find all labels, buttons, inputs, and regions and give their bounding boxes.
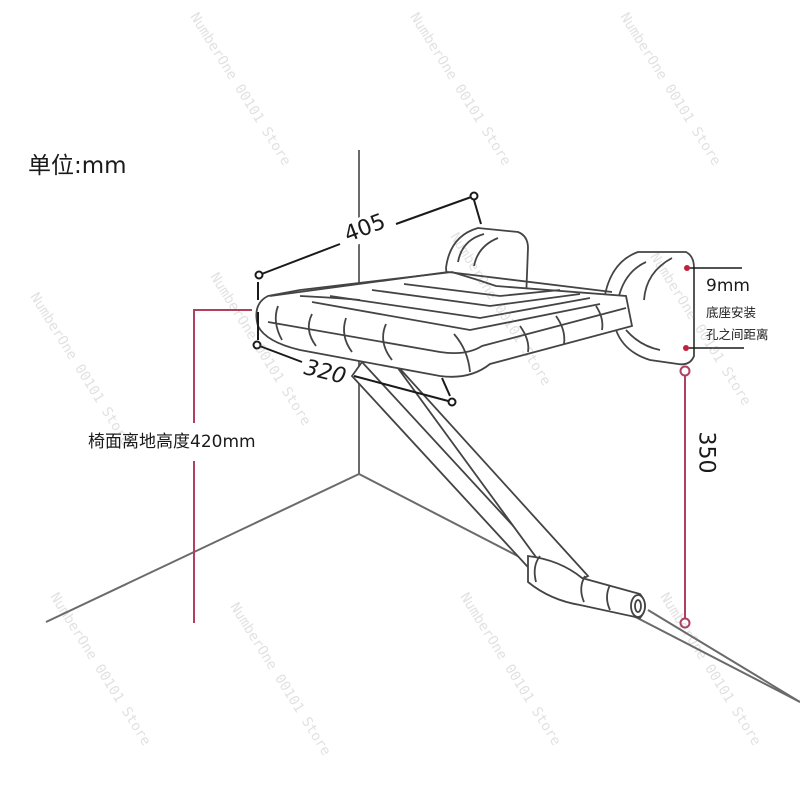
mounting-hole-markers xyxy=(683,265,744,351)
seat-frame xyxy=(255,271,634,378)
floor-left-line xyxy=(45,473,360,623)
accent-dimension-lines xyxy=(193,309,691,629)
bracket-floor-dimension-label: 350 xyxy=(693,431,719,474)
hole-spacing-desc-line1: 底座安装 xyxy=(706,305,757,320)
support-leg xyxy=(350,359,800,703)
hole-spacing-desc-line2: 孔之间距离 xyxy=(706,327,769,342)
hole-spacing-value: 9mm xyxy=(706,276,750,296)
dimension-lines xyxy=(252,191,482,407)
dim-320-right xyxy=(353,375,453,403)
dim-405-right xyxy=(395,195,475,225)
dim-405-left xyxy=(258,243,341,276)
unit-label: 单位:mm xyxy=(28,153,127,179)
seat-height-line-top xyxy=(193,309,252,423)
dim-320-left xyxy=(256,344,303,363)
seat-height-label: 椅面离地高度420mm xyxy=(86,427,258,452)
